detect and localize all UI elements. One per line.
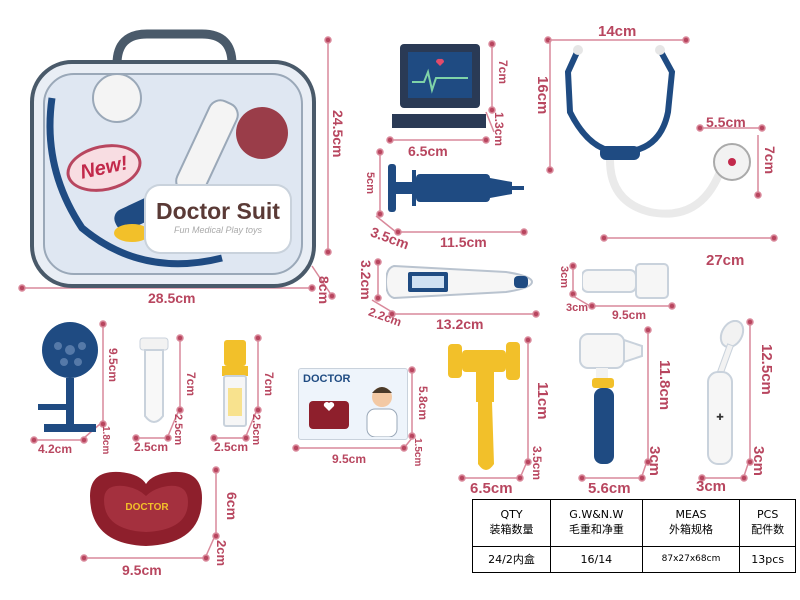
stethoscope-image [564,45,751,218]
mirror-height-label: 9.5cm [106,348,120,383]
spec-value-row: 24/2内盒 16/14 87x27x68cm 13pcs [471,545,796,574]
kidney-tray-image [90,471,202,546]
case-label: Doctor Suit Fun Medical Play toys [146,186,290,252]
flashlight-height-label: 3cm [558,266,570,289]
spoon-width-label: 3cm [696,478,727,495]
tray-height-label: 6cm [224,492,240,521]
tray-width-label: 9.5cm [122,562,162,578]
case-label-title: Doctor Suit [156,198,280,224]
spec-value-weight: 16/14 [550,545,643,574]
card-kit-icon [309,401,349,429]
flashlight-length-label: 9.5cm [612,308,647,322]
monitor-depth-label: 1.3cm [492,112,506,147]
spec-header-weight-en: G.W&N.W [569,508,624,522]
spec-header-qty-en: QTY [500,508,523,522]
doctor-card: DOCTOR [298,368,408,440]
spec-value-pcs: 13pcs [739,545,796,574]
flashlight-image [582,263,669,299]
spoon-height-label: 12.5cm [758,344,775,395]
test-tube-image [139,337,169,423]
medicine-bottle-image [222,340,248,427]
spec-value-meas: 87x27x68cm [641,545,741,574]
spec-header-qty-cn: 装箱数量 [489,523,534,537]
bottle-width-label: 2.5cm [214,440,249,454]
chestpiece-height-label: 7cm [762,146,778,175]
stethoscope-width-label: 14cm [598,23,637,40]
syringe-length-label: 11.5cm [440,234,487,250]
spoon-depth-label: 3cm [750,446,767,477]
tray-depth-label: 2cm [214,540,229,567]
mirror-width-label: 4.2cm [38,442,73,456]
hammer-depth-label: 3.5cm [530,446,544,481]
case-height-label: 24.5cm [330,110,346,158]
spec-header-weight-cn: 毛重和净重 [568,523,624,537]
tube-height-label: 7cm [184,372,198,397]
chestpiece-width-label: 5.5cm [706,114,746,130]
case-label-subtitle: Fun Medical Play toys [173,225,263,235]
stethoscope-height-label: 16cm [534,76,551,115]
thermometer-height-label: 3.2cm [358,260,374,300]
hammer-width-label: 6.5cm [470,480,513,497]
spec-header-pcs-en: PCS [757,508,779,522]
spec-header-pcs-cn: 配件数 [751,523,785,537]
new-badge-text: New! [78,151,130,184]
card-height-label: 5.8cm [416,386,430,421]
monitor-width-label: 6.5cm [408,143,448,159]
card-doctor-icon [366,387,398,437]
tray-logo: DOCTOR [125,502,169,513]
thermometer-length-label: 13.2cm [436,316,484,332]
case-depth-label: 8cm [316,276,332,305]
syringe-image [388,164,524,212]
thermometer-image [386,264,534,300]
flashlight-depth-label: 3cm [566,302,589,314]
svg-text:✚: ✚ [716,413,724,423]
head-mirror-image [38,322,98,432]
spec-header-meas-cn: 外箱规格 [669,523,713,537]
reflex-hammer-image [448,342,520,470]
hammer-height-label: 11cm [534,382,551,420]
otoscope-image [579,333,643,464]
mirror-depth-label: 1.8cm [100,426,111,455]
otoscope-width-label: 5.6cm [588,480,631,497]
otoscope-height-label: 11.8cm [656,360,673,411]
otoscope-depth-label: 3cm [646,446,663,477]
stethoscope-length-label: 27cm [706,252,745,269]
tube-depth-label: 2.5cm [172,414,184,446]
bottle-height-label: 7cm [262,372,276,397]
card-title: DOCTOR [303,373,351,385]
spec-header-meas-en: MEAS [675,508,707,522]
tube-width-label: 2.5cm [134,440,169,454]
bottle-depth-label: 2.5cm [250,414,262,446]
case-width-label: 28.5cm [148,290,196,306]
monitor-height-label: 7cm [496,60,510,85]
spoon-image: ✚ [707,320,745,465]
spec-value-qty: 24/2内盒 [471,545,552,574]
card-width-label: 9.5cm [332,452,367,466]
syringe-height-label: 5cm [364,172,376,195]
card-depth-label: 1.5cm [412,438,423,467]
monitor-image [392,44,486,128]
